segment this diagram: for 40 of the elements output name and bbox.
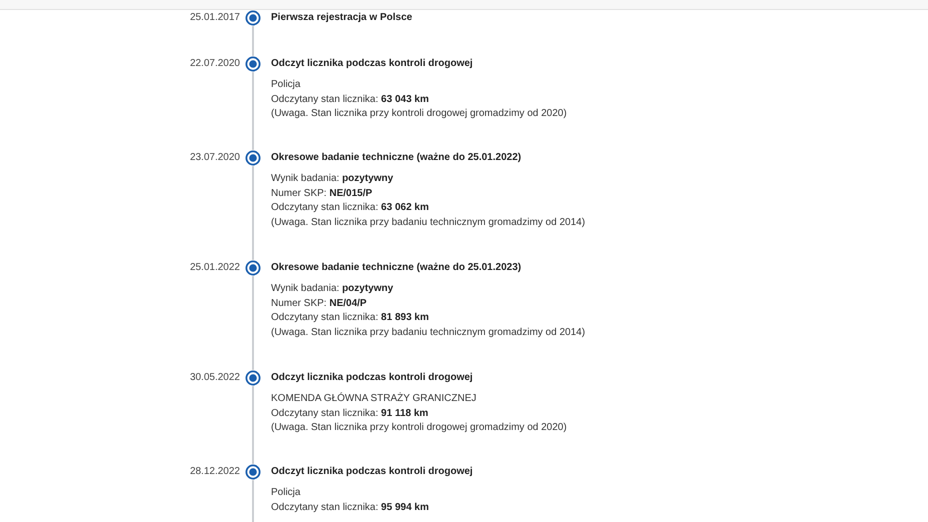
timeline-line [252,386,254,464]
event-title: Pierwsza rejestracja w Polsce [271,11,412,25]
event-detail: Odczytany stan licznika: 81 893 km [271,311,429,325]
event-detail: Odczytany stan licznika: 63 043 km [271,92,429,106]
event-detail: Numer SKP: NE/04/P [271,296,367,310]
event-date: 28.12.2022 [188,465,240,479]
timeline-line [252,26,254,56]
timeline-line [252,276,254,370]
event-detail: Odczytany stan licznika: 91 118 km [271,406,428,420]
timeline-dot [245,464,261,480]
event-detail: Policja [271,486,300,500]
event-date: 23.07.2020 [188,151,240,165]
event-date: 25.01.2017 [188,11,240,25]
timeline-dot [245,260,261,276]
timeline-dot [245,370,261,386]
event-date: 30.05.2022 [188,371,240,385]
timeline-dot [245,150,261,166]
event-date: 25.01.2022 [188,261,240,275]
event-title: Odczyt licznika podczas kontroli drogowej [271,465,473,479]
event-detail: Wynik badania: pozytywny [271,172,394,186]
timeline-dot [245,10,261,26]
event-detail: Odczytany stan licznika: 63 062 km [271,201,429,215]
event-title: Okresowe badanie techniczne (ważne do 25.01.2022) [271,151,522,165]
event-detail: (Uwaga. Stan licznika przy badaniu technicznym gromadzimy od 2014) [271,326,586,340]
event-detail: KOMENDA GŁÓWNA STRAŻY GRANICZNEJ [271,392,476,406]
event-detail: Odczytany stan licznika: 95 994 km [271,500,429,514]
event-detail: (Uwaga. Stan licznika przy kontroli drogowej gromadzimy od 2020) [271,421,567,435]
event-title: Odczyt licznika podczas kontroli drogowej [271,57,473,71]
event-title: Okresowe badanie techniczne (ważne do 25.01.2023) [271,261,522,275]
timeline-line [252,166,254,260]
event-detail: Numer SKP: NE/015/P [271,186,372,200]
timeline-line [252,480,254,522]
event-detail: (Uwaga. Stan licznika przy kontroli drogowej gromadzimy od 2020) [271,107,567,121]
event-detail: Wynik badania: pozytywny [271,282,394,296]
timeline-dot [245,56,261,72]
event-date: 22.07.2020 [188,57,240,71]
event-detail: Policja [271,78,300,92]
event-title: Odczyt licznika podczas kontroli drogowej [271,371,473,385]
timeline-line [252,72,254,150]
event-detail: (Uwaga. Stan licznika przy badaniu technicznym gromadzimy od 2014) [271,216,586,230]
